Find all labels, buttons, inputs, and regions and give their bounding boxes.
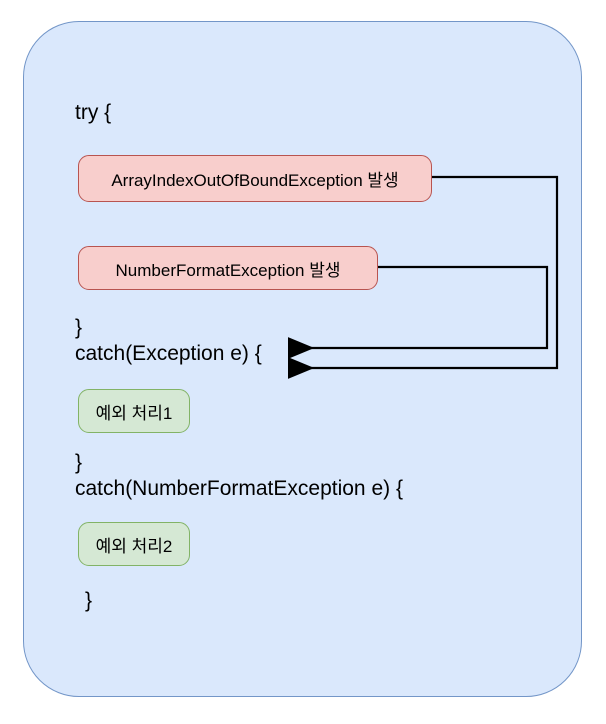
node-arrayindexoutofboundexception[interactable]: ArrayIndexOutOfBoundException 발생 (78, 155, 432, 202)
code-line-catch-numberformatexception: catch(NumberFormatException e) { (75, 477, 403, 500)
code-line-catch-numberformatexception-close: } (85, 589, 93, 612)
node-handler-2[interactable]: 예외 처리2 (78, 522, 190, 566)
node-numberformatexception[interactable]: NumberFormatException 발생 (78, 246, 378, 290)
node-label: 예외 처리2 (95, 536, 173, 556)
node-handler-1[interactable]: 예외 처리1 (78, 389, 190, 433)
node-label: 예외 처리1 (95, 403, 173, 423)
node-label: ArrayIndexOutOfBoundException 발생 (111, 171, 399, 190)
code-line-try-open: try { (75, 101, 112, 124)
code-line-catch-exception: catch(Exception e) { (75, 342, 262, 365)
code-line-try-close: } (75, 316, 83, 339)
code-line-catch-exception-close: } (75, 451, 83, 474)
node-label: NumberFormatException 발생 (115, 260, 341, 280)
